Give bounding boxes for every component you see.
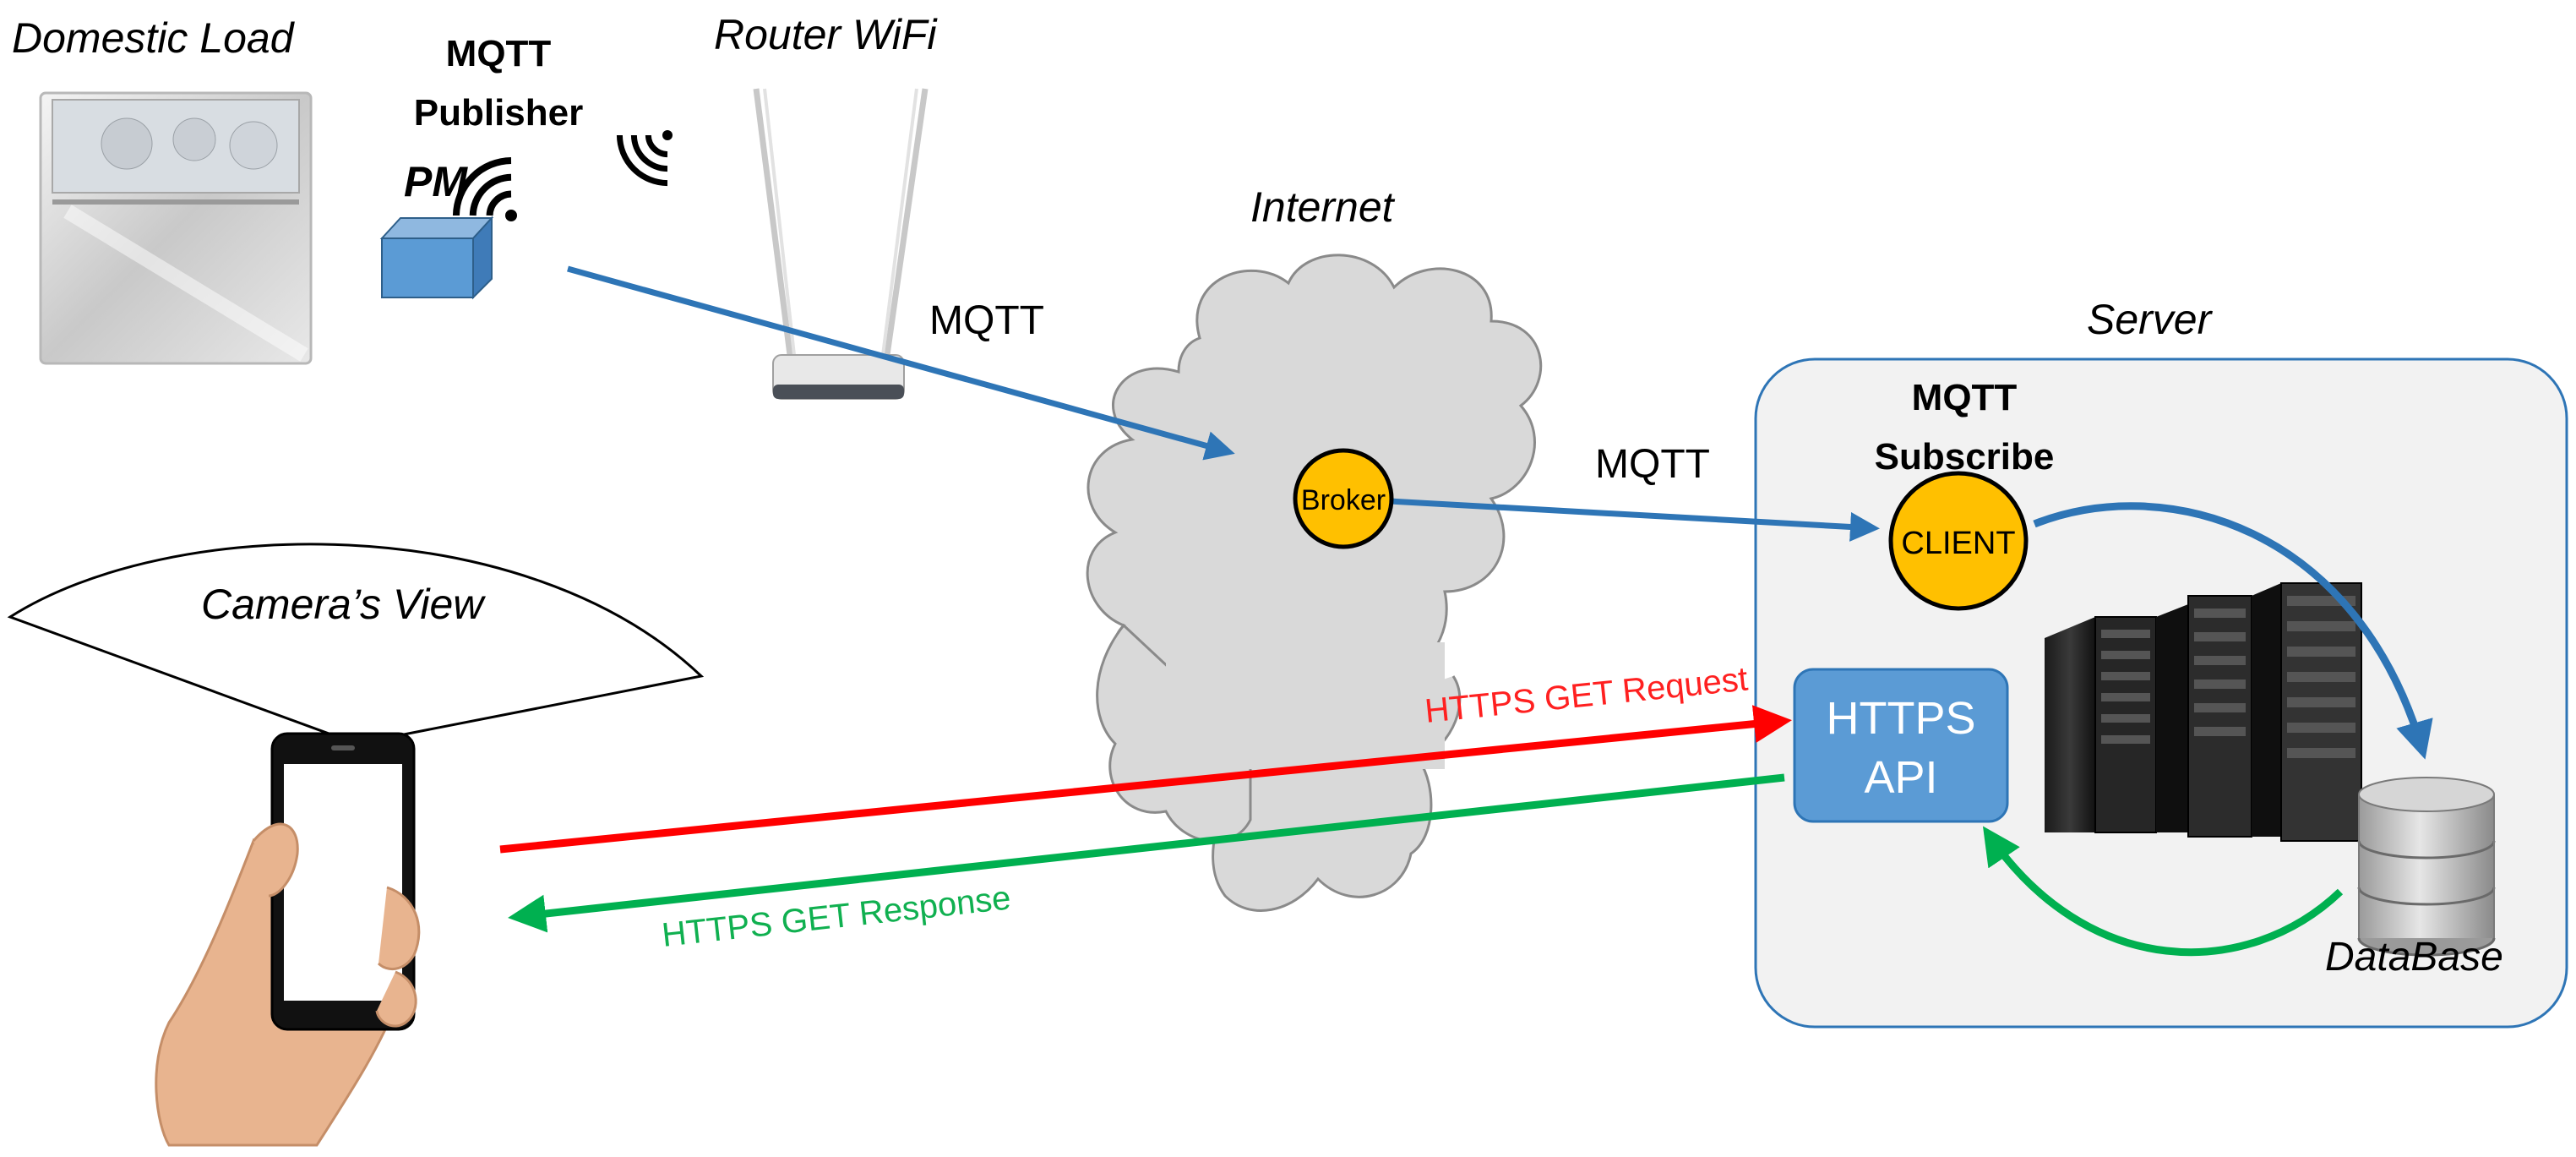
mqtt-link-label-1: MQTT	[929, 298, 1044, 343]
domestic-load-label: Domestic Load	[12, 14, 296, 62]
mqtt-subscribe-label-line1: MQTT	[1912, 377, 2018, 418]
cameras-view-label: Camera’s View	[201, 581, 486, 628]
smartphone-in-hand-icon	[155, 732, 421, 1147]
client-label: CLIENT	[1901, 526, 2015, 561]
mqtt-publisher-to-broker-arrow	[567, 265, 1235, 461]
mqtt-broker-to-client-arrow	[1389, 498, 1880, 542]
https-api-label-line1: HTTPS	[1826, 693, 1975, 744]
router-wifi-label: Router WiFi	[714, 11, 938, 58]
broker-node	[1293, 448, 1394, 549]
https-get-response-arrow	[508, 773, 1785, 933]
mqtt-subscribe-label-line2: Subscribe	[1875, 436, 2055, 478]
router-icon	[753, 88, 929, 400]
client-to-database-arrow	[2033, 502, 2433, 760]
wifi-signal-icon	[452, 156, 517, 221]
server-rack-icon	[2045, 582, 2362, 842]
https-get-response-label: HTTPS GET Response	[660, 879, 1012, 954]
mqtt-publisher-label-line1: MQTT	[446, 33, 552, 74]
mqtt-link-label-2: MQTT	[1595, 442, 1710, 487]
client-node	[1888, 471, 2029, 611]
database-label: DataBase	[2325, 935, 2503, 980]
server-label: Server	[2087, 296, 2214, 343]
database-icon	[2357, 777, 2496, 957]
https-api-box	[1793, 668, 2009, 823]
internet-label: Internet	[1250, 183, 1396, 231]
https-get-request-label: HTTPS GET Request	[1423, 660, 1749, 730]
mqtt-publisher-label-line2: Publisher	[414, 92, 584, 134]
wifi-signal-icon	[616, 130, 673, 187]
broker-label: Broker	[1301, 484, 1386, 516]
power-meter-box-icon	[379, 216, 494, 300]
https-get-request-arrow	[499, 705, 1792, 854]
dishwasher-icon	[39, 91, 313, 365]
camera-view-cone	[7, 543, 705, 745]
https-api-label-line2: API	[1864, 752, 1937, 803]
database-to-api-arrow	[1982, 826, 2344, 956]
